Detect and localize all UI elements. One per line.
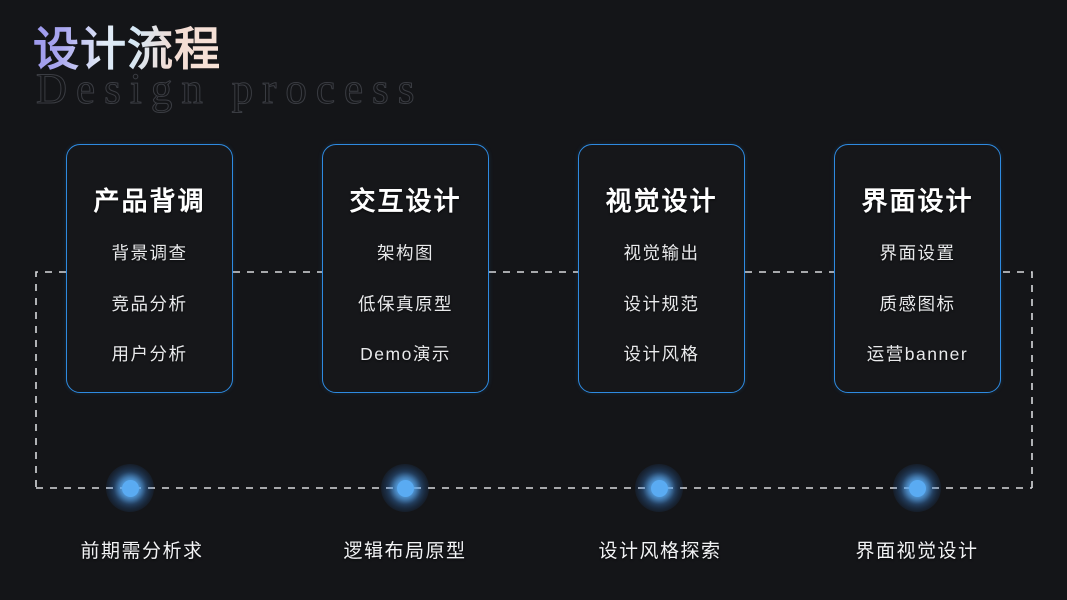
title-english-outline: Design process bbox=[36, 66, 424, 113]
stage-card-3-list: 视觉输出 设计规范 设计风格 bbox=[579, 243, 744, 364]
dot-core-icon bbox=[908, 479, 926, 497]
list-item: 低保真原型 bbox=[358, 293, 453, 314]
dot-core-icon bbox=[396, 479, 414, 497]
list-item: 用户分析 bbox=[111, 344, 188, 364]
list-item: 架构图 bbox=[377, 243, 434, 263]
stage-card-2-title: 交互设计 bbox=[349, 186, 462, 216]
list-item: 设计风格 bbox=[623, 344, 700, 364]
stage-card-2[interactable]: 交互设计 架构图 低保真原型 Demo演示 bbox=[322, 144, 489, 393]
stage-caption-3: 设计风格探索 bbox=[598, 541, 722, 562]
title-chinese: 设计流程 bbox=[33, 23, 221, 75]
stage-caption-4: 界面视觉设计 bbox=[855, 541, 979, 562]
list-item: 设计规范 bbox=[623, 293, 700, 314]
dot-core-icon bbox=[650, 479, 668, 497]
stage-card-4-title: 界面设计 bbox=[861, 186, 974, 216]
stage-card-1-title: 产品背调 bbox=[93, 186, 206, 216]
list-item: 背景调查 bbox=[111, 243, 188, 263]
stage-card-4[interactable]: 界面设计 界面设置 质感图标 运营banner bbox=[834, 144, 1001, 393]
stage-caption-2: 逻辑布局原型 bbox=[343, 541, 467, 562]
list-item: Demo演示 bbox=[360, 344, 451, 364]
stage-card-3-title: 视觉设计 bbox=[605, 186, 718, 216]
stage-card-1-list: 背景调查 竞品分析 用户分析 bbox=[67, 243, 232, 364]
stage-caption-1: 前期需分析求 bbox=[80, 541, 204, 562]
dot-core-icon bbox=[121, 479, 139, 497]
list-item: 竞品分析 bbox=[111, 293, 188, 314]
list-item: 视觉输出 bbox=[623, 243, 700, 263]
stage-card-3[interactable]: 视觉设计 视觉输出 设计规范 设计风格 bbox=[578, 144, 745, 393]
list-item: 界面设置 bbox=[879, 243, 956, 263]
page-title: Design process 设计流程 bbox=[33, 23, 673, 113]
list-item: 质感图标 bbox=[879, 293, 956, 314]
stage-card-2-list: 架构图 低保真原型 Demo演示 bbox=[323, 243, 488, 364]
list-item: 运营banner bbox=[866, 344, 969, 364]
stage-card-4-list: 界面设置 质感图标 运营banner bbox=[835, 243, 1000, 364]
stage-card-1[interactable]: 产品背调 背景调查 竞品分析 用户分析 bbox=[66, 144, 233, 393]
